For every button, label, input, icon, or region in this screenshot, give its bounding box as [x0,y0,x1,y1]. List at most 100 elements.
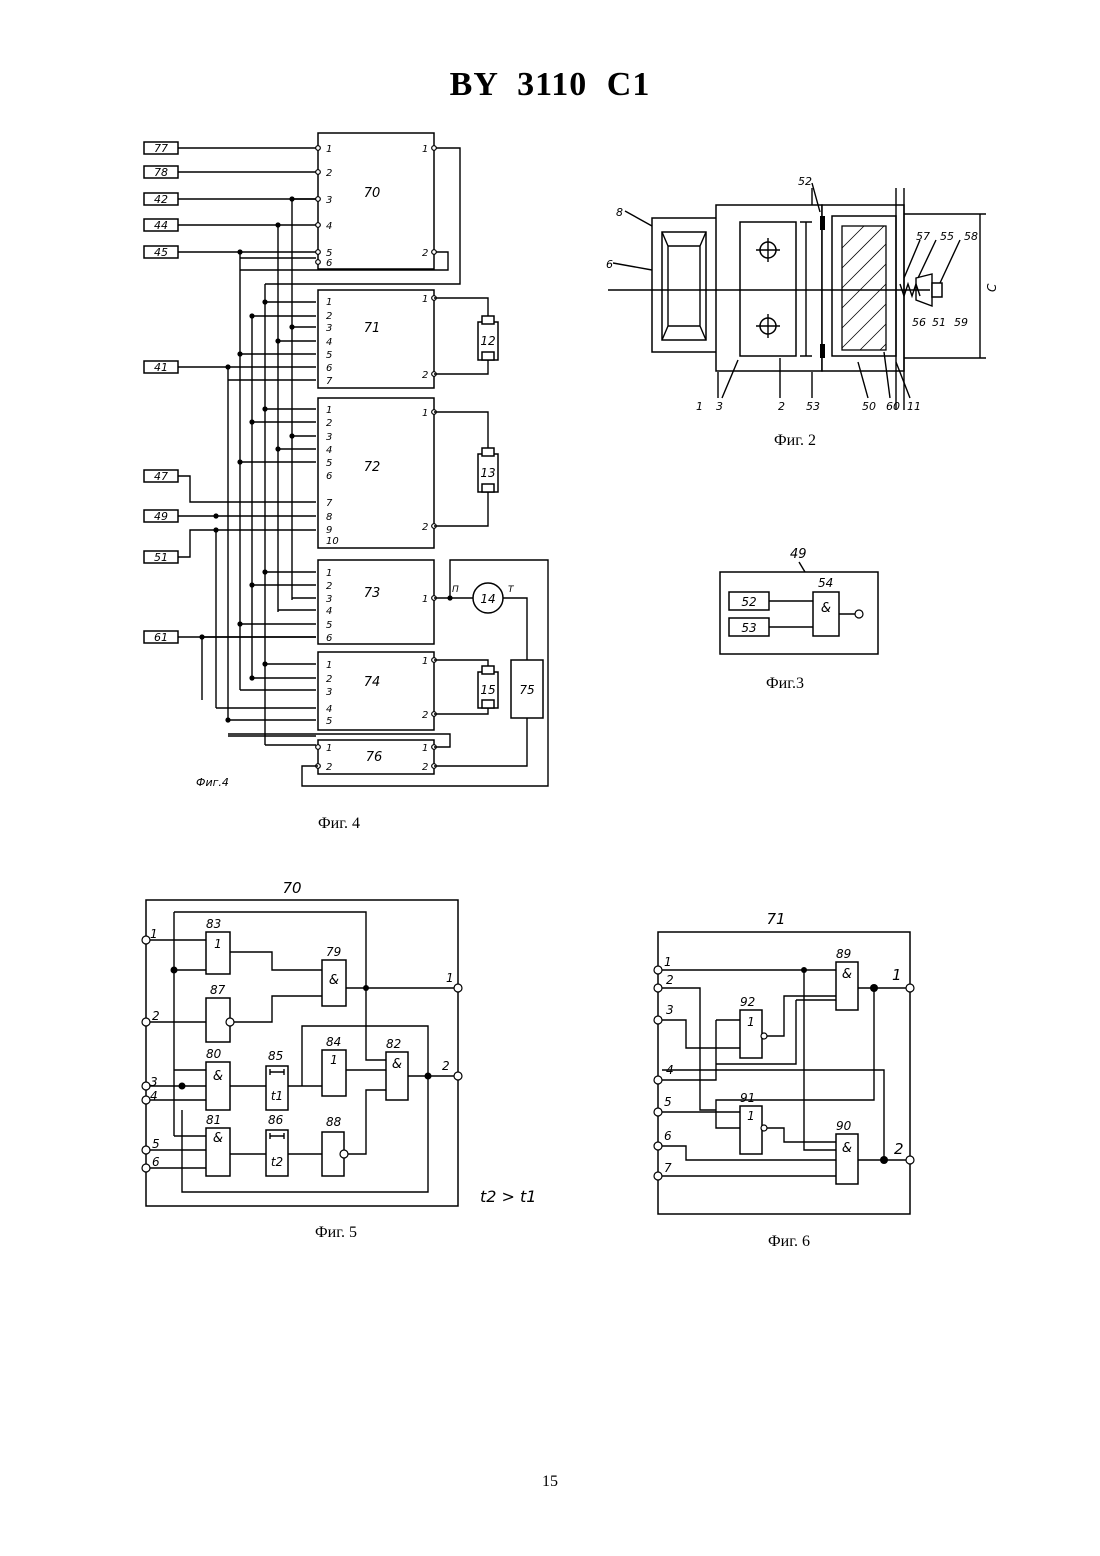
fig2-dimension-label: C [985,283,999,292]
fig3-gate-symbol: & [821,601,831,616]
pin-label: 6 [326,363,332,374]
block-71: 71 1 2 3 4 5 6 7 1 2 [318,290,434,388]
fig2-label: 8 [616,206,623,219]
fig3-block-number: 49 [790,547,807,562]
source-box-41: 41 [144,361,178,374]
gate-number: 80 [206,1047,222,1061]
fig5-input-label: 2 [152,1009,160,1023]
source-label: 78 [154,166,168,179]
source-box-77: 77 [144,142,178,155]
pin-label: 4 [326,606,332,617]
gate-symbol: & [213,1069,223,1084]
source-label: 61 [154,631,168,644]
output-label: 2 [422,370,428,381]
fig2-label: 52 [798,175,812,188]
source-box-49: 49 [144,510,178,523]
gate-number: 92 [740,995,755,1009]
pin-label: 1 [326,660,332,671]
fig4-handwritten-caption: Фиг.4 [196,776,229,789]
fig6-input-label: 1 [664,955,672,969]
block-number: 71 [364,321,381,336]
pin-label: 5 [326,620,332,631]
pin-label: 2 [326,581,332,592]
pin-label: 4 [326,704,332,715]
source-box-61: 61 [144,631,178,644]
block-72: 72 1 2 3 4 5 6 7 8 9 10 1 2 [318,398,434,548]
fig6-input-label: 3 [666,1003,674,1017]
fig6-block-number: 71 [766,910,785,928]
gate-symbol: 1 [747,1015,755,1029]
block-73: 73 1 2 3 4 5 6 1 [318,560,434,644]
gate-symbol: 1 [330,1053,338,1067]
fig5-output-label: 1 [446,971,454,985]
figure-6-logic-diagram: 71 1 2 3 4 5 6 7 1 2 &89 192 191 &90 [654,910,914,1214]
motor-terminal-label: П [452,585,459,595]
fig3-gate-number: 54 [818,576,833,590]
source-box-51: 51 [144,551,178,564]
gate-number: 87 [210,983,226,997]
fig5-input-label: 6 [152,1155,160,1169]
fig3-input-label: 52 [741,595,756,609]
gate-number: 91 [740,1091,755,1105]
pin-label: 10 [326,536,339,547]
output-label: 1 [422,743,428,754]
fig5-input-label: 3 [150,1075,158,1089]
source-label: 49 [154,510,168,523]
fig2-label: 60 [886,400,900,413]
timer-number: 85 [268,1049,283,1063]
pin-label: 7 [326,376,333,387]
block-number: 76 [366,750,383,765]
source-label: 51 [154,551,168,564]
pin-label: 5 [326,350,332,361]
fig2-label: 59 [954,316,968,329]
fig3-caption: Фиг.3 [766,675,804,693]
actuator-number: 15 [480,683,495,697]
gate-symbol: & [392,1057,402,1072]
controller-number: 75 [519,683,534,697]
source-label: 41 [154,361,168,374]
fig2-label: 11 [907,400,921,413]
pin-label: 3 [326,323,332,334]
figure-4-wiring-diagram: 77 78 42 44 45 41 47 49 51 61 [144,133,548,789]
block-76: 76 1 2 1 2 [318,740,434,774]
fig6-input-label: 2 [666,973,674,987]
output-label: 1 [422,408,428,419]
pin-label: 9 [326,525,332,536]
motor-terminal-label: Т [508,585,515,595]
fig2-label: 6 [606,258,613,271]
actuator-number: 12 [480,334,495,348]
fig2-label: 58 [964,230,978,243]
source-box-42: 42 [144,193,178,206]
pin-label: 1 [326,568,332,579]
source-label: 45 [154,246,168,259]
fig2-label: 55 [940,230,954,243]
fig5-input-label: 1 [150,927,158,941]
source-label: 47 [154,470,168,483]
fig6-output-label: 2 [894,1140,904,1158]
pin-label: 5 [326,458,332,469]
output-label: 1 [422,656,428,667]
gate-number: 82 [386,1037,401,1051]
block-70: 70 1 2 3 4 5 6 1 2 [318,133,434,269]
actuator-13: 13 [434,412,498,526]
page-number: 15 [0,1473,1100,1491]
output-label: 2 [422,710,428,721]
pin-label: 2 [326,674,332,685]
fig5-output-label: 2 [442,1059,450,1073]
fig2-label: 53 [806,400,820,413]
pin-label: 3 [326,687,332,698]
gate-number: 89 [836,947,851,961]
pin-label: 2 [326,418,332,429]
gate-symbol: & [213,1131,223,1146]
pin-label: 1 [326,405,332,416]
fig5-input-label: 5 [152,1137,160,1151]
fig5-block-number: 70 [282,879,301,897]
output-label: 1 [422,294,428,305]
gate-number: 79 [326,945,341,959]
source-box-47: 47 [144,470,178,483]
pin-label: 1 [326,144,332,155]
fig6-output-label: 1 [892,966,902,984]
actuator-12: 12 [434,298,498,374]
actuator-number: 13 [480,466,495,480]
